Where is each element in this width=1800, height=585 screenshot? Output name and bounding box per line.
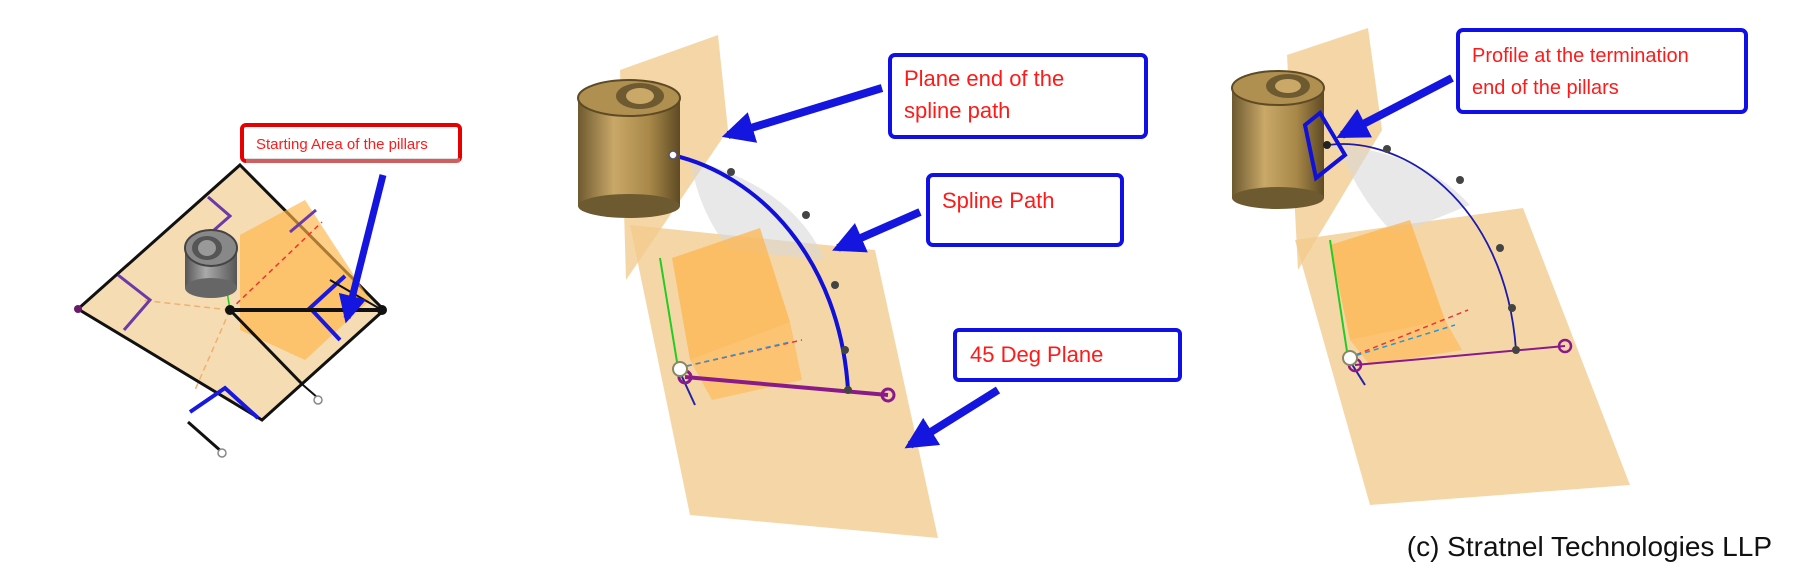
arrow-spline-path [832, 208, 922, 253]
callout-profile-line2: end of the pillars [1472, 77, 1619, 99]
callout-profile-line1: Profile at the termination [1472, 45, 1689, 67]
arrow-plane-end [721, 84, 884, 143]
purple-profile [117, 273, 153, 331]
callout-45-deg-plane: 45 Deg Plane [953, 328, 1182, 382]
callout-plane-end: Plane end of the spline path [888, 53, 1148, 139]
callout-spline-path-label: Spline Path [942, 188, 1055, 213]
spline-path [1327, 143, 1517, 351]
orange-face [240, 200, 370, 360]
pillar-cylinder [577, 79, 681, 218]
purple-profile [289, 208, 317, 234]
pillar-cylinder [184, 229, 238, 298]
termination-profile [1302, 110, 1348, 182]
arrow-profile-termination [1336, 74, 1454, 139]
pillar-cylinder [1231, 70, 1325, 209]
callout-plane-end-line1: Plane end of the [904, 66, 1064, 91]
left-panel: Starting Area of the pillars [74, 123, 462, 458]
callout-45-deg-plane-label: 45 Deg Plane [970, 342, 1103, 367]
callout-starting-area-label: Starting Area of the pillars [256, 136, 428, 153]
right-panel: Profile at the termination end of the pi… [1231, 28, 1748, 505]
copyright-notice: (c) Stratnel Technologies LLP [1407, 531, 1772, 562]
blue-profile [188, 385, 260, 420]
callout-starting-area: Starting Area of the pillars [240, 123, 462, 163]
spline-path [671, 153, 850, 391]
arrow-45-deg-plane [904, 386, 1001, 449]
arrow-starting-area [338, 174, 387, 324]
callout-spline-path: Spline Path [926, 173, 1124, 247]
callout-plane-end-line2: spline path [904, 98, 1010, 123]
middle-panel: Plane end of the spline path Spline Path… [577, 35, 1182, 538]
orange-face [672, 228, 790, 360]
callout-profile-termination: Profile at the termination end of the pi… [1456, 28, 1748, 114]
orange-face [1330, 220, 1445, 340]
